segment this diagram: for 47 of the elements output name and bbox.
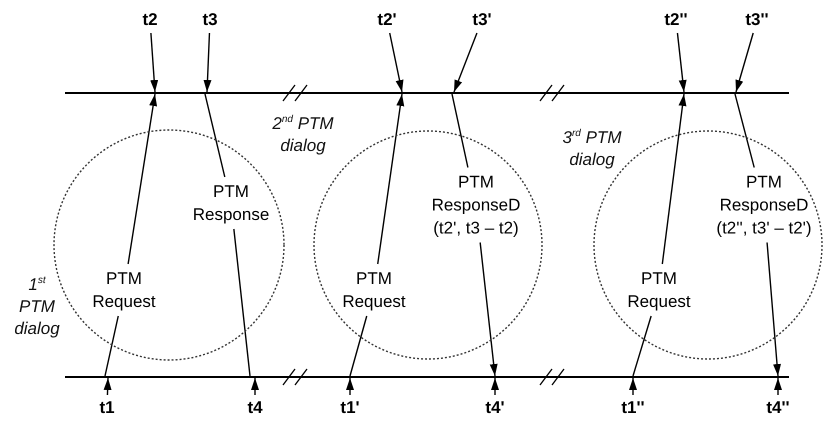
- message-line: [632, 316, 652, 376]
- timeline: [65, 376, 789, 378]
- time-label: t3'': [745, 10, 769, 30]
- time-label: t4': [485, 398, 505, 418]
- message-label: PTM Response: [188, 180, 274, 226]
- message-line: [104, 316, 119, 376]
- arrow: [735, 32, 754, 92]
- arrow: [453, 32, 478, 92]
- arrow: [389, 32, 404, 92]
- time-label: t4'': [766, 398, 790, 418]
- message-label: PTM Request: [621, 267, 697, 313]
- dialog-label: 2$^{nd}$ PTM dialog: [271, 112, 335, 157]
- arrow: [150, 32, 158, 92]
- arrow: [204, 32, 212, 92]
- dialog-label: 1$^{st}$ PTM dialog: [13, 274, 61, 340]
- message-label: PTM Request: [86, 267, 162, 313]
- arrow: [629, 378, 637, 395]
- message-label: PTM ResponseD (t2', t3 – t2): [419, 170, 533, 240]
- time-label: t2': [377, 10, 397, 30]
- message-label: PTM ResponseD (t2'', t3' – t2'): [707, 170, 821, 240]
- time-label: t1'': [621, 398, 645, 418]
- arrow: [774, 378, 782, 395]
- time-label: t1: [99, 398, 115, 418]
- arrow: [251, 378, 259, 395]
- arrow: [491, 378, 499, 395]
- dialog-label: 3$^{rd}$ PTM dialog: [562, 126, 622, 171]
- arrow: [104, 378, 112, 396]
- time-label: t2'': [664, 10, 688, 30]
- time-label: t3: [202, 10, 218, 30]
- time-label: t1': [340, 398, 360, 418]
- arrow: [479, 242, 498, 376]
- arrow: [127, 94, 158, 264]
- arrow: [662, 94, 686, 264]
- arrow: [676, 32, 687, 92]
- message-line: [233, 228, 251, 376]
- message-line: [734, 94, 755, 168]
- arrow: [346, 378, 354, 395]
- timeline: [65, 92, 789, 94]
- time-label: t2: [142, 10, 158, 30]
- message-label: PTM Request: [336, 267, 412, 313]
- arrow: [766, 242, 781, 376]
- time-label: t4: [247, 398, 263, 418]
- time-label: t3': [472, 10, 492, 30]
- message-line: [204, 94, 226, 178]
- arrow: [377, 94, 404, 264]
- message-line: [349, 316, 368, 376]
- message-line: [451, 94, 469, 168]
